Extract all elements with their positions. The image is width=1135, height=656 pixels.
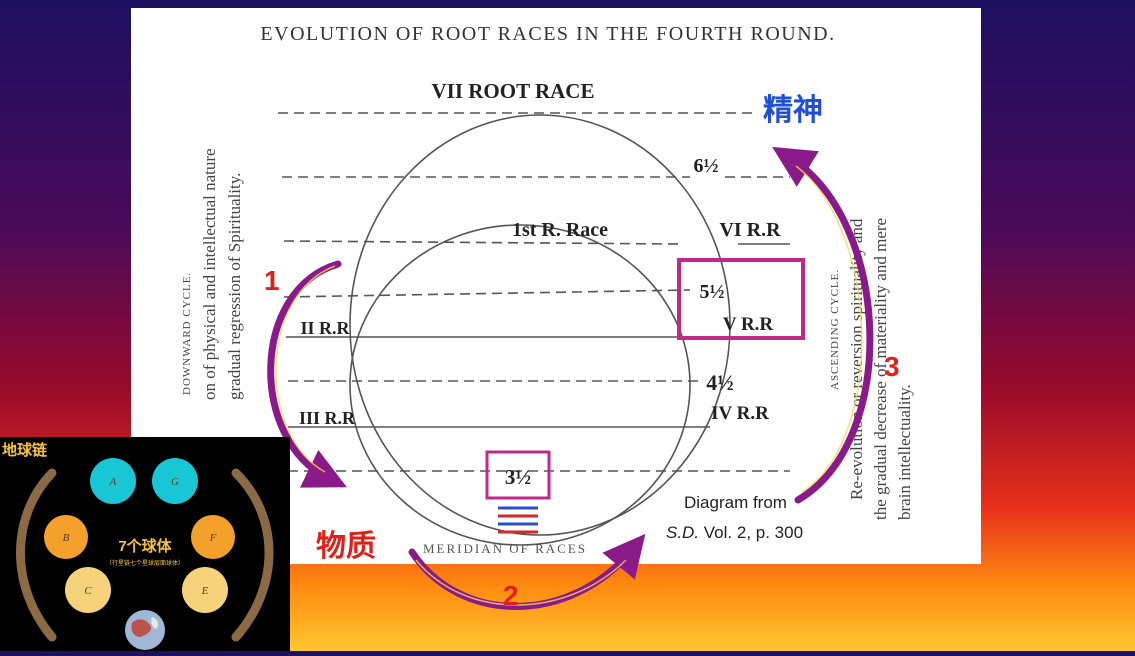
lower-circle: [349, 224, 691, 546]
arrow-ascending: [772, 146, 874, 504]
label-iv-rr: IV R.R: [711, 403, 769, 424]
label-v-rr: V R.R: [723, 314, 774, 335]
earth-icon: [125, 610, 165, 650]
globe-f-label: F: [209, 532, 217, 544]
label-vii-root-race: VII ROOT RACE: [432, 79, 595, 103]
annotation-step-3: 3: [884, 351, 900, 382]
label-meridian: MERIDIAN OF RACES: [423, 541, 587, 556]
left-caption: DOWNWARD CYCLE. on of physical and intel…: [181, 148, 244, 400]
highlight-box-fifth: [677, 258, 805, 340]
left-caption-line1: on of physical and intellectual nature: [200, 148, 219, 400]
annotation-step-1: 1: [264, 265, 280, 296]
globe-b: [44, 515, 88, 559]
upper-circle: [349, 114, 731, 536]
globe-b-label: B: [63, 532, 70, 544]
annotation-step-2: 2: [503, 580, 519, 611]
race-circles: [349, 114, 731, 546]
source-note: Diagram from S.D. Vol. 2, p. 300: [666, 493, 803, 542]
left-caption-title: DOWNWARD CYCLE.: [181, 272, 193, 395]
arrow-downward: [267, 260, 347, 488]
globe-a: [90, 458, 136, 504]
source-line1: Diagram from: [684, 493, 787, 512]
left-caption-line2: gradual regression of Spirituality.: [225, 173, 244, 400]
right-caption-line3: brain intellectuality.: [895, 384, 914, 520]
diagram-title: EVOLUTION OF ROOT RACES IN THE FOURTH RO…: [260, 23, 835, 45]
arrow-meridian: [408, 533, 646, 610]
globe-chain-panel: 地球链 A G B F C E 7个球体 （行星链七个星球层面球体）: [0, 437, 290, 651]
globe-a-label: A: [109, 476, 117, 488]
globe-center-label: 7个球体: [118, 537, 172, 555]
globe-g: [152, 458, 198, 504]
globe-g-label: G: [171, 476, 179, 488]
globe-f: [191, 515, 235, 559]
label-iii-rr: III R.R: [299, 408, 356, 428]
right-caption: ASCENDING CYCLE. Re-evolution or reversi…: [829, 218, 914, 520]
label-4-half: 4½: [706, 370, 734, 395]
annotation-matter: 物质: [316, 530, 376, 563]
right-caption-title: ASCENDING CYCLE.: [829, 269, 841, 390]
label-3-half: 3½: [505, 465, 531, 489]
globe-chain-svg: 地球链 A G B F C E 7个球体 （行星链七个星球层面球体）: [2, 441, 274, 650]
race-line-5-5: [283, 289, 691, 298]
race-line-1: [283, 240, 681, 245]
label-ii-rr: II R.R: [300, 318, 350, 338]
meridian-glyph: [498, 506, 538, 534]
right-caption-line2: the gradual decrease of materiality and …: [871, 218, 890, 520]
label-5-half: 5½: [700, 281, 725, 303]
globe-c-label: C: [84, 585, 92, 597]
annotation-spirit: 精神: [763, 94, 823, 127]
label-vi-rr: VI R.R: [719, 219, 781, 241]
globe-chain-arrows: [16, 468, 274, 642]
race-lines: [278, 112, 790, 472]
globe-panel-title: 地球链: [2, 441, 48, 459]
globe-e: [182, 567, 228, 613]
highlight-box-third: [485, 450, 551, 500]
cycle-arrow-glow: [275, 165, 863, 606]
globe-e-label: E: [201, 585, 209, 597]
globe-center-sub: （行星链七个星球层面球体）: [106, 559, 184, 567]
label-6-half: 6½: [694, 155, 719, 177]
label-1st-r-race: 1st R. Race: [512, 219, 608, 241]
globe-c: [65, 567, 111, 613]
source-line2: S.D. Vol. 2, p. 300: [666, 523, 803, 542]
